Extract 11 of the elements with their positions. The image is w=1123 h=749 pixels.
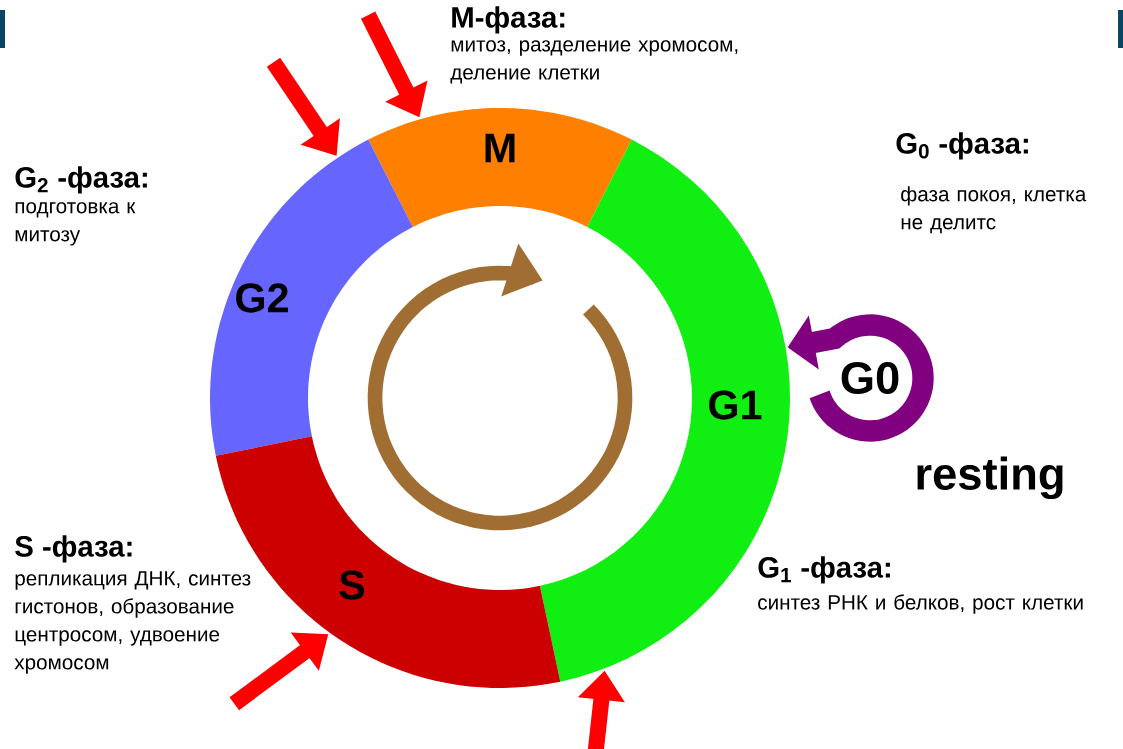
phase-description: митоз, разделение хромосом, деление клетки [450,40,738,84]
resting-label: resting [917,456,1063,500]
phase-heading: G$_{0}$ -фаза: [896,132,1028,160]
phase-description: фаза покоя, клетка не делитс [901,186,1087,234]
phase-description: подготовка к митозу [15,202,136,246]
phase-label: G0 [841,361,899,395]
phase-segment: M [368,108,632,227]
phase-heading: G$_{2}$ -фаза: [15,166,147,194]
phase-heading: S -фаза: [15,535,132,563]
phase-heading: M-фаза: [452,6,565,34]
phase-segment: G2 [210,139,413,456]
